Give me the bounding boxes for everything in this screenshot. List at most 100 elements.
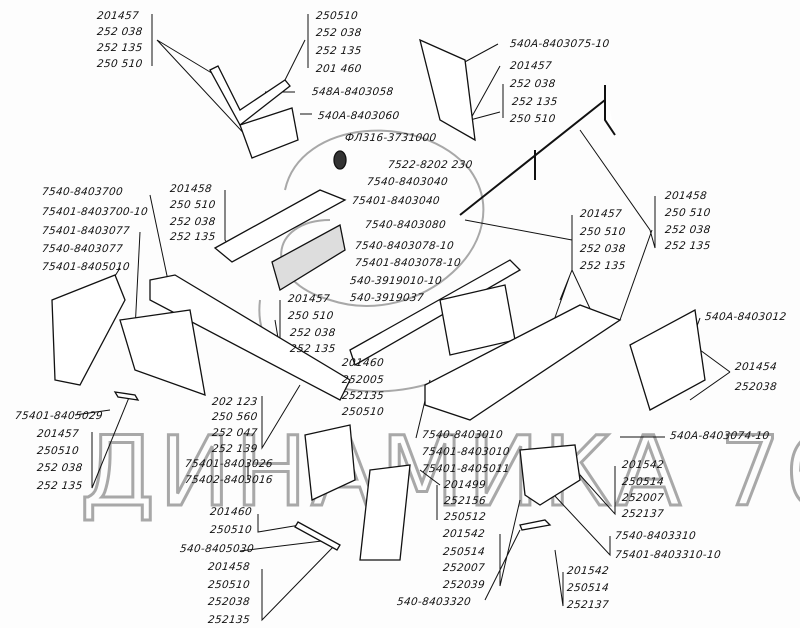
part-number-label: 201457: [36, 428, 80, 440]
part-number-label: 75401-8405010: [41, 261, 131, 273]
part-number-label: 202 123: [211, 396, 259, 408]
platform-part: [424, 304, 622, 421]
part-number-label: 252 135: [664, 240, 712, 252]
part-number-label: 540-8405030: [179, 543, 255, 555]
part-number-label: 201542: [566, 565, 610, 577]
part-number-label: 252137: [621, 508, 665, 520]
part-number-label: 252 135: [511, 96, 559, 108]
part-number-label: 540А-8403060: [317, 110, 401, 122]
side-plate-part: [629, 308, 706, 411]
part-number-label: 7540-8403078-10: [354, 240, 455, 252]
rod-part: [459, 85, 616, 216]
lower-ladder-part: [359, 464, 411, 561]
part-number-label: 7540-8403040: [366, 176, 449, 188]
part-number-label: 252 135: [315, 45, 363, 57]
part-number-label: 201458: [169, 183, 213, 195]
lower-pin-part: [519, 519, 552, 531]
step-plate-part: [271, 224, 346, 292]
part-number-label: 250510: [315, 10, 359, 22]
part-number-label: 252 135: [169, 231, 217, 243]
part-number-label: 250510: [341, 406, 385, 418]
part-number-label: 7540-8403010: [421, 429, 504, 441]
part-number-label: 201457: [287, 293, 331, 305]
part-number-label: 250512: [443, 511, 487, 523]
part-number-label: 75401-8403026: [184, 458, 274, 470]
watermark: ДИНАМИКА 76: [80, 416, 800, 528]
part-number-label: 201457: [509, 60, 553, 72]
part-number-label: 250 510: [664, 207, 712, 219]
frame-part: [149, 274, 351, 401]
part-number-label: 250 560: [211, 411, 259, 423]
part-number-label: 252038: [207, 596, 251, 608]
pin-part: [113, 391, 140, 401]
part-number-label: 252 047: [211, 427, 259, 439]
mud-flap-part: [419, 38, 476, 142]
part-number-label: 75401-8403040: [351, 195, 441, 207]
part-number-label: 252 038: [315, 27, 363, 39]
part-number-label: 201460: [341, 357, 385, 369]
part-number-label: 252 038: [579, 243, 627, 255]
part-number-label: 540А-8403075-10: [509, 38, 611, 50]
part-number-label: 7540-8403080: [364, 219, 447, 231]
step-board-part: [213, 189, 347, 263]
lamp-part: [333, 150, 347, 170]
part-number-label: 252007: [442, 562, 486, 574]
part-number-label: 252135: [341, 390, 385, 402]
part-number-label: 252039: [442, 579, 486, 591]
part-number-label: 250 510: [579, 226, 627, 238]
part-number-label: 540-3919037: [349, 292, 425, 304]
part-number-label: 252007: [621, 492, 665, 504]
part-number-label: 75402-8403016: [184, 474, 274, 486]
part-number-label: 201 460: [315, 63, 363, 75]
part-number-label: 75401-8405011: [421, 463, 511, 475]
part-number-label: 252 038: [169, 216, 217, 228]
left-pin-part: [294, 521, 341, 551]
ladder-part: [51, 274, 126, 386]
support-part: [519, 444, 581, 506]
lower-panel-part: [304, 424, 356, 501]
part-number-label: 201460: [209, 506, 253, 518]
part-number-label: 75401-8403077: [41, 225, 131, 237]
part-number-label: 250 510: [509, 113, 557, 125]
plate-part: [239, 107, 299, 159]
part-number-label: 252 038: [664, 224, 712, 236]
part-number-label: ФЛ316-3731000: [344, 132, 438, 144]
part-number-label: 252156: [443, 495, 487, 507]
part-number-label: 252 135: [579, 260, 627, 272]
part-number-label: 7522-8202 230: [387, 159, 474, 171]
part-number-label: 250 510: [169, 199, 217, 211]
part-number-label: 250510: [36, 445, 80, 457]
part-number-label: 252 135: [96, 42, 144, 54]
part-number-label: 540-3919010-10: [349, 275, 443, 287]
part-number-label: 201499: [443, 479, 487, 491]
part-number-label: 201458: [207, 561, 251, 573]
part-number-label: 75401-8403700-10: [41, 206, 149, 218]
part-number-label: 75401-8403078-10: [354, 257, 462, 269]
part-number-label: 252038: [734, 381, 778, 393]
part-number-label: 250 510: [96, 58, 144, 70]
part-number-label: 201457: [579, 208, 623, 220]
part-number-label: 250514: [566, 582, 610, 594]
part-number-label: 540А-8403074-10: [669, 430, 771, 442]
part-number-label: 201454: [734, 361, 778, 373]
part-number-label: 252 038: [289, 327, 337, 339]
part-number-label: 75401-8405029: [14, 410, 104, 422]
part-number-label: 250514: [621, 476, 665, 488]
part-number-label: 252005: [341, 374, 385, 386]
part-number-label: 540А-8403012: [704, 311, 788, 323]
part-number-label: 548А-8403058: [311, 86, 395, 98]
rail-part: [349, 259, 522, 366]
parts: [51, 38, 706, 561]
part-number-label: 250510: [209, 524, 253, 536]
part-number-label: 252 135: [289, 343, 337, 355]
part-number-label: 250510: [207, 579, 251, 591]
part-number-label: 201542: [621, 459, 665, 471]
part-number-label: 75401-8403310-10: [614, 549, 722, 561]
part-number-label: 252 038: [36, 462, 84, 474]
part-number-label: 7540-8403077: [41, 243, 124, 255]
part-number-label: 252135: [207, 614, 251, 626]
part-number-label: 250514: [442, 546, 486, 558]
part-number-label: 540-8403320: [396, 596, 472, 608]
